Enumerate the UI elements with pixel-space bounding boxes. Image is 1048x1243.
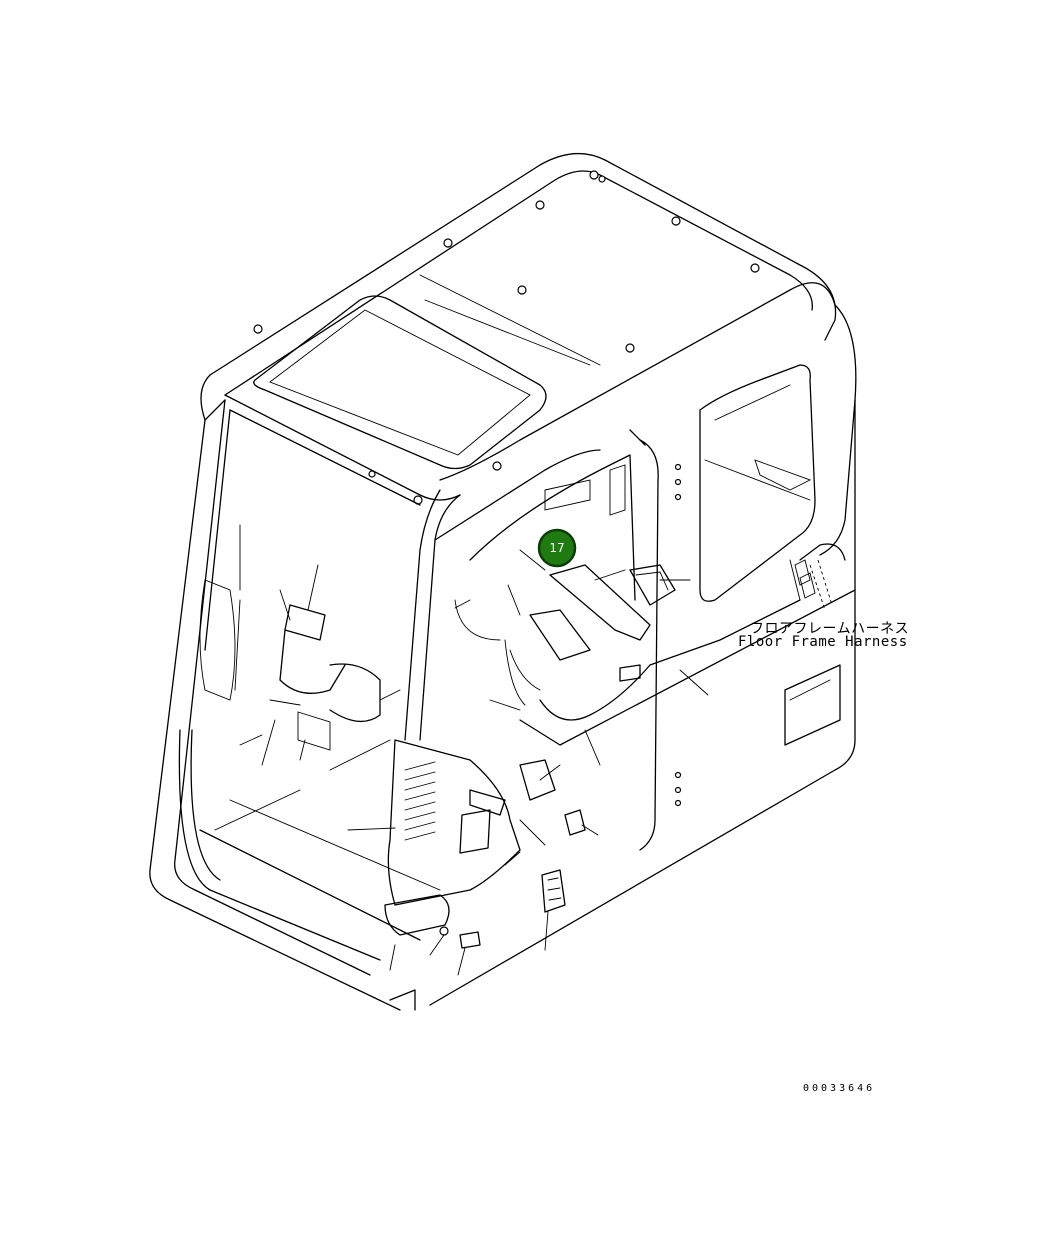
cab-right-side [429, 304, 857, 1006]
drawing-number: 00033646 [803, 1083, 876, 1094]
roof-bolts [253, 170, 760, 505]
air-duct-left [269, 604, 381, 751]
console-duct [384, 739, 521, 936]
cab-roof [200, 152, 837, 501]
cab-left-side [149, 399, 421, 1011]
callout-17-badge[interactable] [537, 528, 577, 568]
floor-frame-harness-label-en: Floor Frame Harness [738, 634, 908, 650]
roof-window [253, 274, 601, 470]
floor-frame-harness-label-jp: フロアフレームハーネス [750, 621, 910, 637]
callout-17-number: 17 [549, 541, 564, 555]
rear-components [439, 564, 676, 949]
leader-lines [239, 524, 709, 976]
wire-harness [504, 543, 846, 721]
cab-floor [199, 589, 856, 1011]
callout-17[interactable]: 17 [537, 528, 577, 568]
cab-front-pillar [404, 449, 601, 741]
